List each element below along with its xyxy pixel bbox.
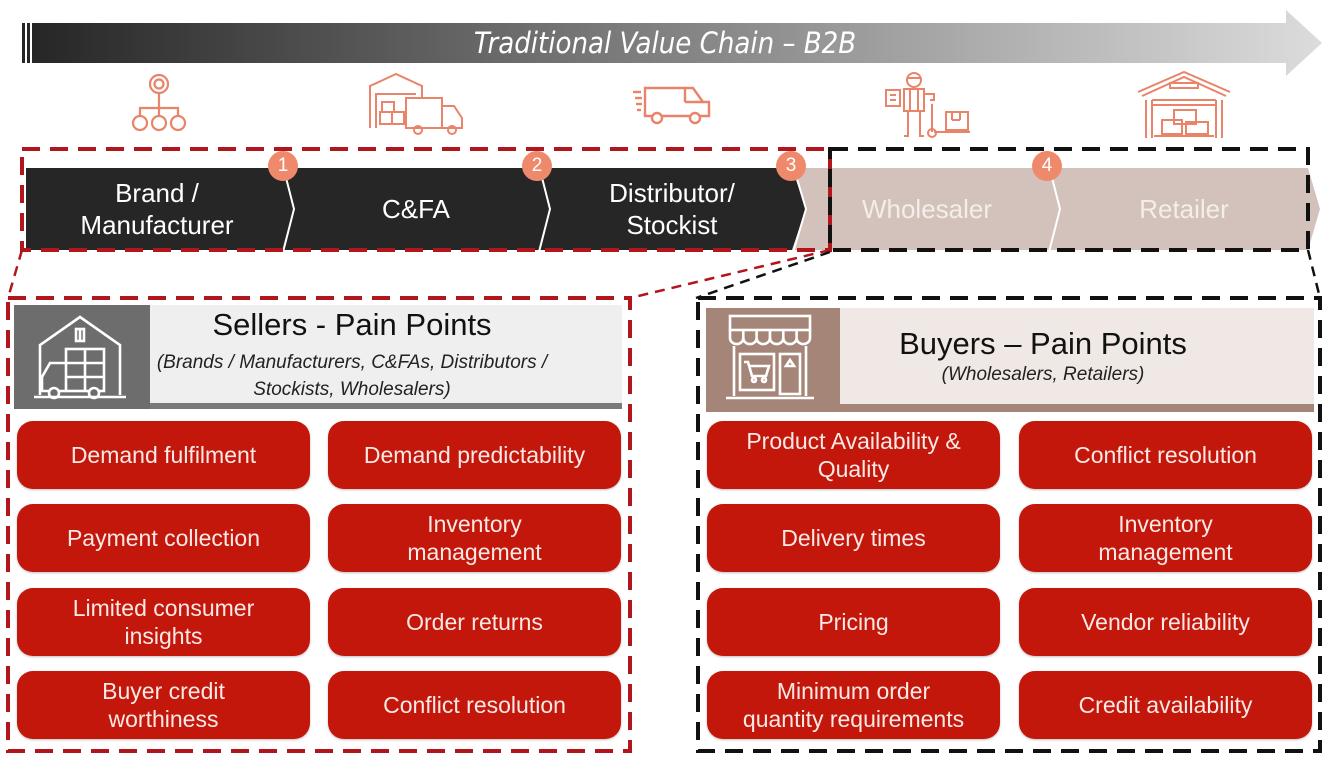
pain-point-text: Conflict resolution <box>1074 442 1257 468</box>
buyers-pain-point-pill: Conflict resolution <box>1019 421 1312 489</box>
pain-point-label: Credit availability <box>1079 691 1253 719</box>
pain-point-label: Payment collection <box>67 524 260 552</box>
sellers-subtitle: (Brands / Manufacturers, C&FAs, Distribu… <box>82 349 622 403</box>
step-badge-4: 4 <box>1032 151 1062 181</box>
stage-label-line: Stockist <box>626 210 718 240</box>
sellers-pain-point-pill: Demand fulfilment <box>17 421 310 489</box>
pain-point-text: Inventory <box>427 511 522 537</box>
buyers-pain-point-pill: Pricing <box>707 588 1000 656</box>
banner-arrow-shape <box>32 10 1322 76</box>
sellers-header-icon-box <box>14 305 150 409</box>
pain-point-text: Limited consumer <box>72 595 255 621</box>
pain-point-text: insights <box>124 623 203 649</box>
pain-point-text: management <box>407 539 542 565</box>
banner-stripe <box>27 23 30 63</box>
step-badge-2: 2 <box>522 151 552 181</box>
buyers-pain-point-pill: Product Availability &Quality <box>707 421 1000 489</box>
pain-point-text: Demand fulfilment <box>70 442 257 468</box>
stage-label-line: Manufacturer <box>80 210 234 240</box>
warehouse-truck-icon <box>369 72 463 135</box>
pain-point-label: Delivery times <box>781 524 925 552</box>
stage-label-brand-manufacturer: Brand /Manufacturer <box>26 168 288 250</box>
pain-point-text: Order returns <box>406 609 543 635</box>
pain-point-label: Demand fulfilment <box>71 441 256 469</box>
pain-point-text: Product Availability & <box>746 428 961 454</box>
sellers-panel-header: Sellers - Pain Points (Brands / Manufact… <box>14 305 622 409</box>
storefront-cart-icon <box>726 314 814 400</box>
sellers-pain-point-pill: Demand predictability <box>328 421 621 489</box>
stage-label-line: Distributor/ <box>609 178 735 208</box>
step-badge-1: 1 <box>268 151 298 181</box>
pain-point-text: Inventory <box>1118 511 1213 537</box>
pain-point-text: Payment collection <box>66 525 261 551</box>
pain-point-label: Demand predictability <box>364 441 585 469</box>
pain-point-label: Product Availability &Quality <box>746 427 960 483</box>
buyers-subtitle: (Wholesalers, Retailers) <box>941 364 1145 385</box>
buyers-panel-header: Buyers – Pain Points (Wholesalers, Retai… <box>706 308 1314 412</box>
buyers-pain-point-pill: Delivery times <box>707 504 1000 572</box>
pain-point-text: Demand predictability <box>363 442 586 468</box>
pain-point-label: Conflict resolution <box>1074 441 1257 469</box>
pain-point-text: Minimum order <box>776 678 931 704</box>
sellers-subtitle-line: (Brands / Manufacturers, C&FAs, Distribu… <box>156 352 548 373</box>
pain-point-label: Vendor reliability <box>1081 608 1250 636</box>
delivery-van-icon <box>633 86 711 125</box>
sellers-title: Sellers - Pain Points <box>212 307 492 342</box>
delivery-person-trolley-icon <box>885 72 970 138</box>
pain-point-label: Conflict resolution <box>383 691 566 719</box>
value-chain-banner-arrow <box>22 10 1322 76</box>
buyers-pain-point-pill: Vendor reliability <box>1019 588 1312 656</box>
pain-point-text: Pricing <box>818 609 889 635</box>
sellers-pain-point-pill: Order returns <box>328 588 621 656</box>
pain-point-label: Pricing <box>818 608 888 636</box>
storage-garage-boxes-icon <box>1137 70 1231 138</box>
pain-point-text: Credit availability <box>1078 692 1253 718</box>
pain-point-text: management <box>1098 539 1233 565</box>
stage-label-line: Brand / <box>115 178 199 208</box>
pain-point-text: worthiness <box>108 706 219 732</box>
step-badge-3: 3 <box>776 151 806 181</box>
pain-point-text: Delivery times <box>781 525 926 551</box>
sellers-pain-point-pill: Payment collection <box>17 504 310 572</box>
banner-title: Traditional Value Chain – B2B <box>473 26 857 60</box>
buyers-title: Buyers – Pain Points <box>899 326 1187 361</box>
pain-point-text: Conflict resolution <box>383 692 566 718</box>
stage-label-distributor-stockist: Distributor/Stockist <box>546 168 798 250</box>
org-hierarchy-icon <box>131 73 187 132</box>
pain-point-text: Vendor reliability <box>1081 609 1250 635</box>
buyers-pain-point-pill: Credit availability <box>1019 671 1312 739</box>
buyers-header-icon-box <box>706 308 840 412</box>
pain-point-text: quantity requirements <box>742 706 965 732</box>
stage-label-cfa: C&FA <box>382 194 450 224</box>
sellers-pain-point-pill: Conflict resolution <box>328 671 621 739</box>
stage-label-retailer: Retailer <box>1139 194 1229 224</box>
pain-point-text: Quality <box>817 456 890 482</box>
stage-label-wholesaler: Wholesaler <box>861 194 993 224</box>
sellers-subtitle-line: Stockists, Wholesalers) <box>253 379 451 400</box>
warehouse-shelves-truck-icon <box>34 315 126 400</box>
pain-point-text: Buyer credit <box>102 678 225 704</box>
banner-stripe <box>22 23 25 63</box>
pain-point-label: Order returns <box>406 608 543 636</box>
